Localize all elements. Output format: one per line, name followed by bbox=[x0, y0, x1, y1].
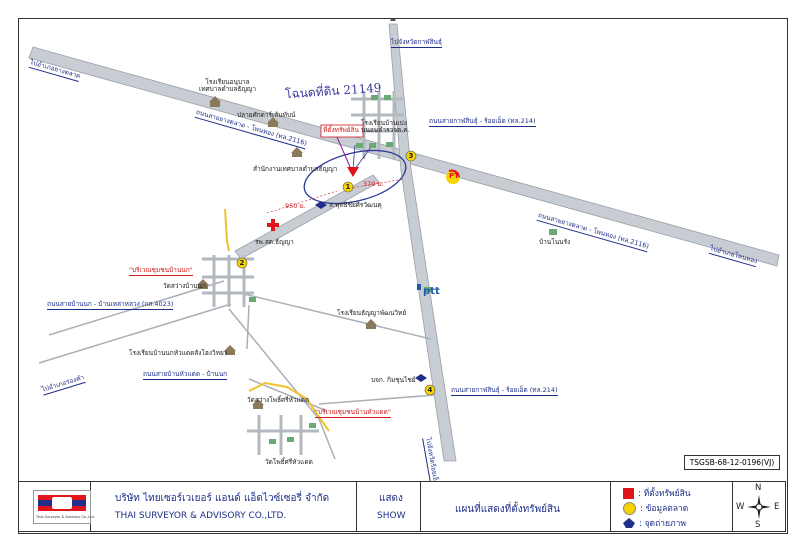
label-road-4023: ถนนสายบ้านนก - บ้านเหล่าหลวง (กส.4023) bbox=[47, 300, 174, 310]
label-dest-kalasin: ไปจังหวัดกาฬสินธุ์ bbox=[391, 38, 442, 48]
camera-marker-icon bbox=[623, 518, 635, 528]
legend-property: : ที่ตั้งทรัพย์สิน bbox=[623, 486, 691, 500]
label-company: บจก. กิมชุนไชย์ bbox=[371, 376, 416, 384]
label-municipality: สำนักงานเทศบาลตำบลธัญญา bbox=[253, 165, 338, 173]
label-road-214-upper: ถนนสายกาฬสินธุ์ - ร้อยเอ็ด (ทล.214) bbox=[429, 117, 536, 127]
temple-icons bbox=[197, 96, 377, 409]
road-school-ns bbox=[246, 304, 250, 350]
label-road-huatad-bannok: ถนนสายบ้านหัวแดด - บ้านนก bbox=[143, 370, 228, 380]
pt-logo-icon bbox=[446, 169, 460, 184]
compass-n: N bbox=[755, 483, 762, 493]
label-road-214-lower: ถนนสายกาฬสินธุ์ - ร้อยเอ็ด (ทล.214) bbox=[451, 386, 558, 396]
label-poplar: ปลายศักดาร์เส้นทับน์ bbox=[237, 111, 296, 119]
label-pt: PT bbox=[449, 172, 459, 180]
road-huatad-bannok bbox=[228, 308, 320, 420]
legend-market: : ข้อมูลตลาด bbox=[623, 501, 688, 515]
road-bannok-laolang bbox=[48, 280, 225, 336]
legend-cell: : ที่ตั้งทรัพย์สิน : ข้อมูลตลาด : จุดถ่า… bbox=[611, 482, 733, 531]
label-school-thanya: โรงเรียนอนุบาล เทศบาลตำบลธัญญา bbox=[199, 78, 257, 93]
road-kalasin-roiet bbox=[388, 23, 457, 462]
label-temple-phutthachai: ส.พุทธิชัยศิรวัฒนคุ bbox=[329, 201, 382, 209]
market-marker-1 bbox=[342, 181, 354, 193]
label-wat-bannok: วัดสว่างบ้านนก bbox=[163, 282, 206, 290]
label-distance-370: 370 ม. bbox=[363, 180, 384, 188]
legend-photo-point: : จุดถ่ายภาพ bbox=[623, 516, 686, 530]
label-ban-nong: บ้านโนนรัง bbox=[539, 238, 571, 246]
show-cell: แสดง SHOW bbox=[357, 482, 421, 531]
compass-cell: N S W E bbox=[733, 482, 785, 531]
company-logo: Thai Surveyor & Advisory Co.,Ltd. bbox=[33, 490, 95, 524]
label-distance-950: 950 ม. bbox=[285, 202, 306, 210]
map-canvas bbox=[28, 19, 780, 462]
building-icons bbox=[249, 95, 557, 444]
show-thai: แสดง bbox=[379, 493, 403, 504]
map-title-cell: แผนที่แสดงที่ตั้งทรัพย์สิน bbox=[421, 482, 611, 531]
label-community-bannok: "บริเวณชุมชนบ้านนก" bbox=[129, 266, 193, 276]
show-eng: SHOW bbox=[377, 511, 406, 521]
hospital-icon bbox=[267, 219, 279, 231]
pointer-line bbox=[336, 136, 352, 170]
camera-markers bbox=[315, 201, 427, 382]
market-marker-4 bbox=[424, 384, 436, 396]
reference-code: TSGSB-68-12-0196(VJ) bbox=[684, 455, 780, 470]
property-area-ellipse bbox=[303, 149, 407, 205]
road-bannok-east bbox=[243, 293, 432, 340]
label-property-tag: ที่ตั้งทรัพย์สิน bbox=[323, 126, 359, 134]
compass-s: S bbox=[755, 520, 761, 530]
company-name-eng: THAI SURVEYOR & ADVISORY CO.,LTD. bbox=[115, 511, 287, 521]
community-bannok-outline bbox=[224, 208, 230, 252]
market-marker-3 bbox=[405, 150, 417, 162]
label-school-banpeng: โรงเรียนบ้านเปง นนอนตำรวจต.ค. bbox=[361, 119, 410, 134]
compass-rose-icon bbox=[747, 495, 771, 519]
road-bannok-rongkham bbox=[38, 303, 232, 364]
road-town-branch bbox=[234, 174, 380, 260]
community-huatad-outline bbox=[248, 381, 330, 432]
label-school-bannok-huatad: โรงเรียนบ้านนกหัวแดดสังโฮงวิทยา bbox=[129, 349, 228, 357]
north-road-arrow bbox=[390, 19, 396, 21]
yellow-circle-icon bbox=[623, 501, 636, 515]
legend-bar: Thai Surveyor & Advisory Co.,Ltd. บริษัท… bbox=[18, 481, 786, 532]
compass-e: E bbox=[774, 502, 780, 512]
road-huatad-south bbox=[318, 418, 336, 460]
company-name-cell: บริษัท ไทยเซอร์เวเยอร์ แอนด์ แอ็ดไวซ์เซอ… bbox=[91, 482, 357, 531]
huatad-grid bbox=[247, 415, 319, 455]
ptt-logo-icon bbox=[417, 284, 421, 290]
property-tag-box bbox=[320, 124, 364, 138]
market-marker-2 bbox=[236, 257, 248, 269]
label-hospital: รพ.สต.ธัญญา bbox=[255, 238, 294, 246]
red-square-icon bbox=[623, 487, 634, 499]
compass-w: W bbox=[736, 502, 745, 512]
label-wat-huatad: วัดสว่างโพธิ์ศรีหัวแดด bbox=[247, 396, 310, 404]
road-huatad-east bbox=[318, 394, 436, 405]
map-frame: โฉนดที่ดิน 21149 ไปจังหวัดกาฬสินธุ์ ไปอำ… bbox=[18, 18, 788, 534]
marker-number-3: 3 bbox=[408, 151, 414, 160]
label-community-huatad: "บริเวณชุมชนบ้านหัวแดด" bbox=[315, 408, 391, 418]
property-marker bbox=[347, 167, 359, 177]
company-name-thai: บริษัท ไทยเซอร์เวเยอร์ แอนด์ แอ็ดไวซ์เซอ… bbox=[115, 493, 330, 504]
label-school-thanyapattana: โรงเรียนธัญญาพัฒนวิทย์ bbox=[337, 309, 407, 317]
label-ptt: ptt bbox=[423, 286, 440, 297]
map-title: แผนที่แสดงที่ตั้งทรัพย์สิน bbox=[455, 504, 560, 515]
marker-number-2: 2 bbox=[239, 258, 245, 267]
label-wat-phosri: วัดโพธิ์ศรีหัวแดด bbox=[265, 458, 313, 466]
marker-number-4: 4 bbox=[427, 385, 433, 394]
logo-cell: Thai Surveyor & Advisory Co.,Ltd. bbox=[19, 482, 95, 531]
marker-number-1: 1 bbox=[345, 182, 351, 191]
